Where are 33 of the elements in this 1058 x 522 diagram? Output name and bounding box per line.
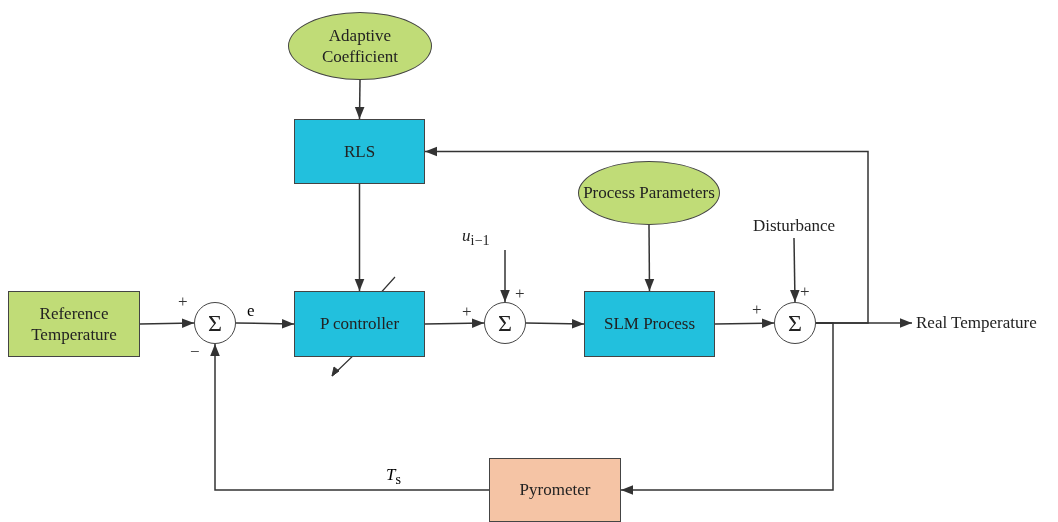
arrow (500, 249, 510, 303)
edge-label: T$_{s}$ (384, 466, 403, 487)
arrow (424, 146, 869, 324)
node-text: Real Temperature (912, 311, 1058, 335)
arrow (424, 318, 485, 328)
sign-label: + (752, 301, 762, 318)
summing-junction: Σ (484, 302, 526, 344)
node-text: Disturbance (738, 214, 850, 238)
sign-label: + (515, 285, 525, 302)
arrow (354, 183, 365, 292)
process-box: SLM Process (584, 291, 715, 357)
arrow (644, 224, 655, 292)
ellipse-node: Process Parameters (578, 161, 720, 225)
process-box: RLS (294, 119, 425, 184)
arrow (790, 237, 800, 303)
process-box: Reference Temperature (8, 291, 140, 357)
sign-label: + (178, 293, 188, 310)
process-box: Pyrometer (489, 458, 621, 522)
sign-label: + (462, 303, 472, 320)
node-text: u$_{i−1}$ (458, 226, 510, 250)
arrow (354, 79, 365, 120)
sign-label: + (800, 283, 810, 300)
summing-junction: Σ (194, 302, 236, 344)
arrow (525, 319, 585, 329)
process-box: P controller (294, 291, 425, 357)
sign-label: − (190, 343, 200, 360)
arrow (235, 319, 295, 329)
ellipse-node: Adaptive Coefficient (288, 12, 432, 80)
arrow (139, 318, 195, 328)
arrow (210, 343, 490, 491)
arrow (620, 322, 834, 495)
arrow (714, 318, 775, 328)
summing-junction: Σ (774, 302, 816, 344)
